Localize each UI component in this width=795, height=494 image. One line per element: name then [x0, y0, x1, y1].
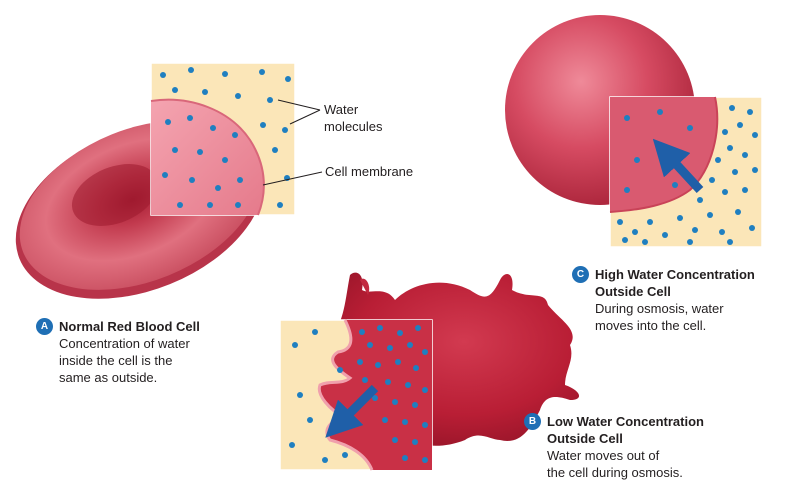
cell-membrane-label: Cell membrane: [325, 163, 413, 180]
inset-shrunken-cell: [280, 320, 432, 470]
inset-normal-cell: [151, 63, 295, 215]
caption-a-description: Concentration of water inside the cell i…: [59, 335, 200, 386]
caption-a-title: Normal Red Blood Cell: [59, 318, 200, 335]
caption-c-title: High Water Concentration Outside Cell: [595, 266, 755, 300]
caption-b: B Low Water Concentration Outside Cell W…: [524, 413, 704, 481]
caption-c-description: During osmosis, water moves into the cel…: [595, 300, 755, 334]
caption-b-title: Low Water Concentration Outside Cell: [547, 413, 704, 447]
badge-c: C: [572, 266, 589, 283]
caption-a: A Normal Red Blood Cell Concentration of…: [36, 318, 200, 386]
badge-a: A: [36, 318, 53, 335]
badge-b: B: [524, 413, 541, 430]
water-molecules-label: Water molecules: [324, 101, 383, 135]
caption-b-description: Water moves out of the cell during osmos…: [547, 447, 704, 481]
caption-c: C High Water Concentration Outside Cell …: [572, 266, 755, 334]
inset-swollen-cell: [610, 97, 762, 247]
